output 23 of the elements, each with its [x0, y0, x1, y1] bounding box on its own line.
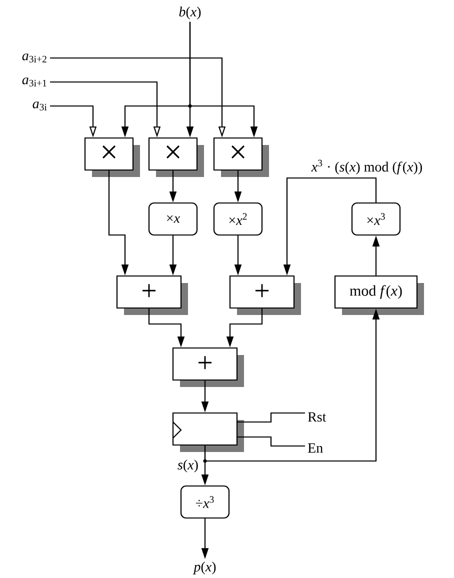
signal-label: a$_{3i}$	[32, 102, 47, 110]
edge-label: s(x)	[176, 458, 200, 474]
operation-box: ÷x$^{3}$	[180, 485, 230, 519]
signal-label: a$_{3i+2}$	[22, 54, 46, 62]
multiplier-box: ×	[84, 137, 140, 177]
signal-label: En	[308, 443, 323, 453]
connector-line	[238, 436, 305, 447]
signal-label: a$_{3i+1}$	[22, 78, 46, 86]
modulo-box: mod f(x)	[334, 275, 424, 315]
signal-label: Rst	[308, 412, 326, 422]
edge-label: x$^{3}$ · (s(x) mod (f(x))	[310, 158, 424, 176]
register-box	[172, 412, 244, 452]
operation-box: ×x	[148, 202, 198, 236]
signal-label: p(x)	[192, 562, 216, 574]
operation-box: ×x$^{2}$	[213, 202, 263, 236]
multiplier-box: ×	[213, 137, 269, 177]
adder-box: +	[172, 347, 244, 387]
multiplier-box: ×	[148, 137, 204, 177]
adder-box: +	[116, 275, 188, 315]
signal-label: b(x)	[179, 6, 201, 20]
connector-line	[238, 412, 305, 423]
adder-box: +	[229, 275, 301, 315]
operation-box: ×x$^{3}$	[351, 202, 401, 236]
